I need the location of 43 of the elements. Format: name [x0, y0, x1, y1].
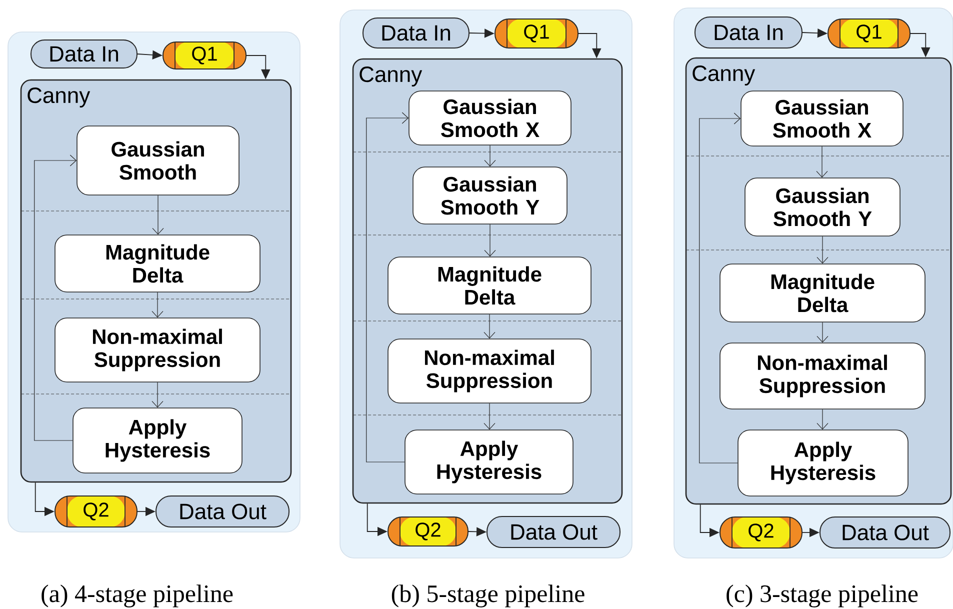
process-box: Magnitude Delta	[388, 256, 592, 314]
arrow	[484, 224, 496, 257]
process-box: Non-maximal Suppression	[388, 338, 592, 404]
arrow	[816, 236, 828, 264]
queue-pill: Q1	[162, 42, 246, 70]
arrow	[152, 382, 164, 408]
process-box: Apply Hysteresis	[404, 430, 574, 494]
queue-pill: Q1	[828, 18, 910, 48]
process-box: Gaussian Smooth Y	[412, 166, 568, 224]
process-box: Gaussian Smooth X	[740, 90, 904, 146]
queue-pill: Q2	[720, 516, 802, 548]
process-box: Gaussian Smooth	[76, 126, 240, 196]
process-box: Apply Hysteresis	[738, 430, 908, 496]
terminal-pill: Data In	[694, 16, 802, 48]
process-box: Gaussian Smooth X	[408, 90, 572, 146]
queue-pill: Q2	[54, 496, 138, 528]
arrow	[816, 146, 828, 178]
arrow	[34, 154, 77, 441]
process-box: Non-maximal Suppression	[54, 318, 260, 382]
process-box: Magnitude Delta	[720, 264, 926, 322]
terminal-pill: Data Out	[486, 516, 620, 548]
caption: (b) 5-stage pipeline	[392, 584, 584, 608]
queue-pill: Q2	[388, 516, 468, 546]
arrow	[484, 145, 496, 167]
process-box: Gaussian Smooth Y	[744, 178, 900, 236]
arrow	[484, 314, 496, 339]
arrow	[816, 409, 828, 430]
terminal-pill: Data In	[30, 40, 138, 68]
terminal-pill: Data Out	[156, 496, 290, 528]
process-box: Non-maximal Suppression	[720, 342, 926, 410]
caption: (a) 4-stage pipeline	[42, 584, 233, 608]
arrow	[699, 112, 741, 464]
arrow	[152, 195, 164, 235]
terminal-pill: Data Out	[820, 516, 950, 548]
process-box: Apply Hysteresis	[72, 408, 242, 474]
arrow	[152, 292, 164, 318]
arrow	[816, 322, 828, 343]
arrow	[484, 403, 496, 430]
caption: (c) 3-stage pipeline	[726, 584, 918, 608]
queue-pill: Q1	[494, 18, 578, 48]
process-box: Magnitude Delta	[54, 234, 260, 292]
arrow	[366, 112, 409, 462]
terminal-pill: Data In	[362, 18, 470, 48]
